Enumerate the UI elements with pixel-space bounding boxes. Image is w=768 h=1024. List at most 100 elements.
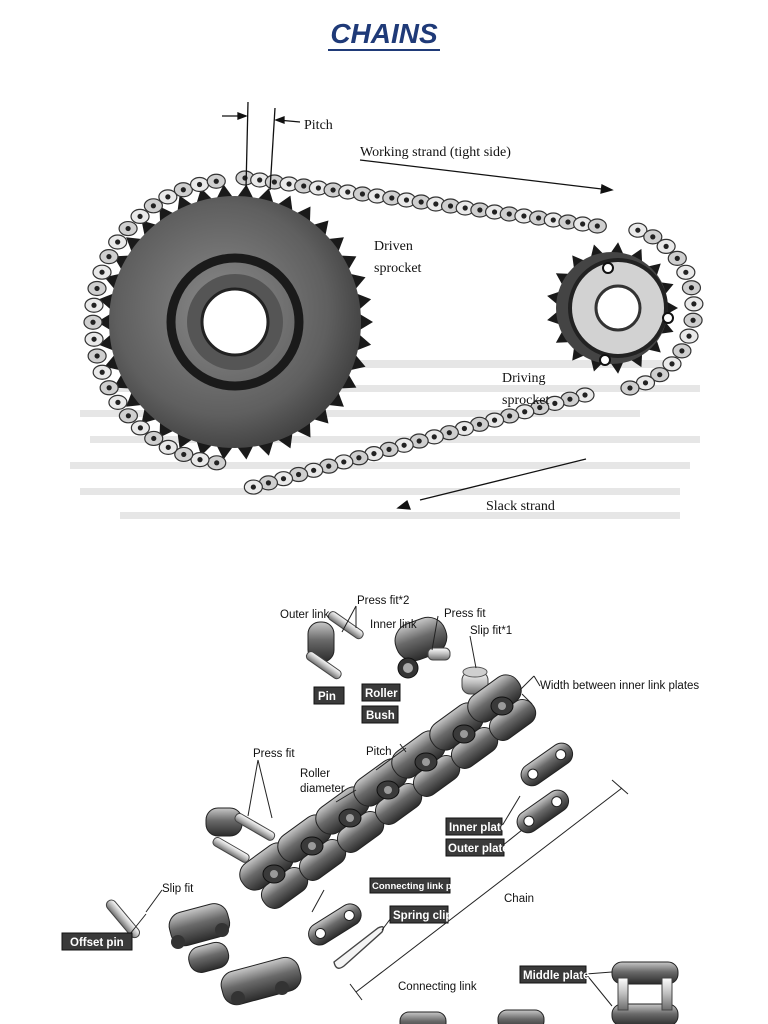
chain-pin [650,234,656,240]
chain-pin [657,372,663,378]
chain-pin [461,425,467,432]
chain-pin-end [422,758,430,766]
chain-pin [674,255,680,261]
chain-pin [311,467,317,473]
chain-pin [91,336,97,342]
chain-pin [686,333,692,339]
chain-pin [345,189,351,195]
chain-pin [552,400,558,406]
bush-tag: Bush [361,705,399,724]
chain-pin [386,446,392,453]
chain-pin [691,301,697,307]
chain-pin [418,199,424,205]
sprocket-tooth [236,444,254,460]
chain-pin [642,380,649,386]
chain-pin [401,442,407,448]
sprocket-tooth [312,220,329,237]
pitch-parts-label: Pitch [366,746,392,758]
connecting-link-label: Connecting link [398,981,477,993]
inner-plate-tag-text: Inner plate [449,822,507,834]
chain-pin [301,183,307,189]
page-title-text: CHAINS [328,18,440,51]
outer-link-label: Outer link [280,609,329,621]
chain-pin [280,476,287,482]
inner-plate-tag: Inner plate [445,817,507,836]
chain-drive-diagram: Pitch Working strand (tight side) Driven… [70,101,704,519]
chain-pin [594,223,600,229]
offset-link-part [168,903,302,1006]
sprocket-tooth [349,273,366,291]
bush-tag-text: Bush [366,710,395,722]
chain-pin [537,404,543,411]
outer-plate-tag: Outer plate [445,838,509,857]
middle-plate-part [611,961,679,1024]
connecting-link-assembly [205,807,276,863]
chain-pin [150,203,156,209]
connecting-link-plate-part [308,903,362,946]
chain-pin [477,207,483,213]
roller-diameter-label-line2: diameter [300,783,345,795]
sprocket-tooth [358,313,373,331]
chain-pin [679,348,685,354]
chain-pin [90,319,96,325]
chain-pin [690,317,696,323]
chain-pin [403,197,410,203]
sprocket-tooth [104,353,121,371]
chain-pin [688,285,695,291]
chain-pin [550,217,556,223]
chain-pin [565,219,571,225]
chain-pin [374,193,380,199]
chain-pin [356,455,362,461]
chain-pin [341,459,347,465]
chain-pin [99,269,105,275]
chain-pin [447,203,454,209]
sprocket-tooth [141,220,158,237]
sprocket-tooth [216,184,234,200]
chain-pin [115,239,121,245]
sprocket-tooth [646,338,661,353]
loose-inner-plate [520,742,574,787]
chain-pin [196,181,203,188]
inner-link-label: Inner link [370,619,417,631]
chain-pin [214,460,220,466]
press-fit-left-label: Press fit [253,748,295,760]
middle-plate-tag: Middle plate [519,965,589,984]
chain-pin [536,215,542,221]
sprocket-tooth [665,300,678,316]
chain-pin [371,450,377,457]
chain-parts-diagram: Press fit*2 Outer link Inner link Press … [61,595,699,1024]
spring-clip-part [333,925,385,969]
press-fit-2-label: Press fit*2 [357,595,409,607]
chain-pin [433,201,439,207]
spring-clip-tag-text: Spring clip [393,910,452,922]
chain-pin [491,417,498,423]
offset-pin-tag: Offset pin [61,932,133,951]
pin-tag: Pin [313,686,345,705]
chain-pin [106,254,112,260]
chain-pin [567,396,573,402]
inner-link-part [394,616,451,679]
chain-pin [271,179,277,185]
driving-sprocket-label-line2: sprocket [502,393,550,408]
chain-pin-end [308,842,316,850]
chain-pin [106,385,112,391]
chain-pin [683,269,689,275]
sprocket-tooth [97,313,112,331]
chain-pin [125,413,131,419]
chain-pin [250,484,256,490]
chain-pin [197,457,203,463]
chain-pin [431,434,437,440]
chain-pin [635,227,641,233]
outer-plate-tag-text: Outer plate [448,843,509,855]
chain-pin [669,361,675,367]
chain-pin [180,187,186,193]
middle-plate-tag-text: Middle plate [523,970,589,982]
slack-strand-label: Slack strand [486,499,555,514]
roller-diameter-label-line1: Roller [300,768,330,780]
assembled-roller-chain [239,674,537,909]
driven-sprocket-label-line2: sprocket [374,261,422,276]
slip-fit-label: Slip fit [162,883,194,895]
working-strand-label: Working strand (tight side) [360,145,511,160]
chain-pin [521,213,527,219]
